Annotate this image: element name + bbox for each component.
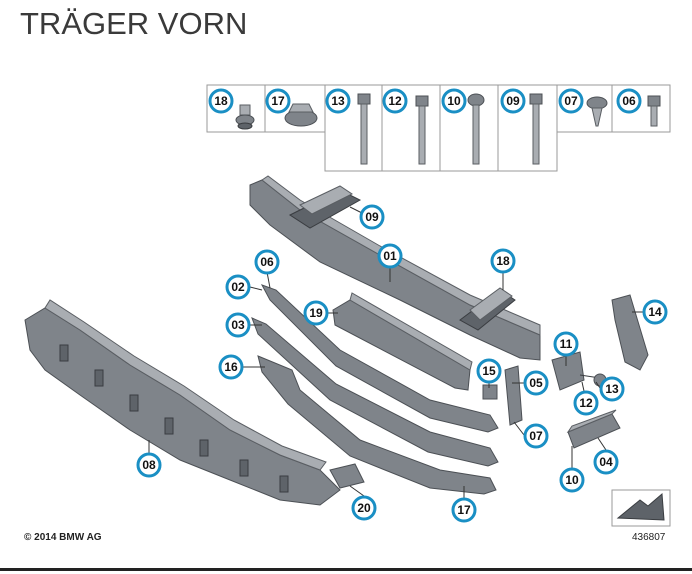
svg-text:11: 11 [560,337,573,351]
svg-text:20: 20 [357,501,371,515]
bottom-divider [0,568,692,571]
sensor-bracket-11 [551,351,601,391]
bumper-beam-08 [24,299,341,506]
carrier-strip-02 [260,284,499,433]
svg-text:17: 17 [457,503,471,517]
callout-18-hardware: 18 [208,88,234,114]
svg-text:02: 02 [231,280,245,294]
copyright-notice: © 2014 BMW AG [24,532,102,543]
bracket-15 [482,384,498,400]
reference-number: 436807 [632,532,666,543]
svg-text:17: 17 [271,94,285,108]
callout-03: 03 [225,312,251,338]
callout-02: 02 [225,274,251,300]
carrier-strip-16 [257,355,497,495]
callout-12-hardware: 12 [382,88,408,114]
bracket-14 [611,294,649,371]
front-carrier-01 [249,175,541,361]
hardware-collar-nut-17 [284,103,318,127]
hardware-nut-18 [235,104,255,130]
callout-08: 08 [136,452,162,478]
callout-07-hardware: 07 [558,88,584,114]
hardware-screw-07 [586,96,608,127]
svg-text:19: 19 [309,306,323,320]
callout-04: 04 [593,449,619,475]
svg-text:15: 15 [482,364,496,378]
holder-05 [504,365,523,426]
callout-16: 16 [218,354,244,380]
callout-13: 13 [599,376,625,402]
svg-text:12: 12 [388,94,402,108]
clip-20 [329,463,365,489]
hardware-screw-06 [647,95,661,127]
block-04 [566,409,621,449]
callout-17: 17 [451,497,477,523]
svg-text:09: 09 [506,94,520,108]
callout-01: 01 [377,243,403,269]
callout-09: 09 [359,204,385,230]
svg-text:06: 06 [622,94,636,108]
svg-text:13: 13 [605,382,619,396]
callout-14: 14 [642,299,668,325]
svg-text:06: 06 [260,255,274,269]
callout-17-hardware: 17 [265,88,291,114]
svg-text:10: 10 [565,473,579,487]
svg-text:08: 08 [142,458,156,472]
callout-11: 11 [553,331,579,357]
svg-text:09: 09 [365,210,379,224]
callout-12: 12 [573,390,599,416]
hardware-bolt-09 [529,93,543,165]
callout-06-hardware: 06 [616,88,642,114]
svg-text:18: 18 [496,254,510,268]
hardware-box-frame [206,84,671,172]
svg-text:18: 18 [214,94,228,108]
callout-18: 18 [490,248,516,274]
callout-13-hardware: 13 [325,88,351,114]
callout-15: 15 [476,358,502,384]
svg-text:12: 12 [579,396,593,410]
absorber-19 [332,292,473,391]
hardware-bolt-13 [357,93,371,165]
svg-text:07: 07 [529,429,543,443]
carrier-strip-03 [251,317,499,467]
callout-10: 10 [559,467,585,493]
svg-text:13: 13 [331,94,345,108]
callout-19: 19 [303,300,329,326]
svg-text:10: 10 [447,94,461,108]
svg-text:14: 14 [648,305,662,319]
callout-09-hardware: 09 [500,88,526,114]
callout-05: 05 [523,370,549,396]
svg-text:01: 01 [383,249,397,263]
svg-text:07: 07 [564,94,578,108]
hardware-bolt-12 [415,95,429,165]
callout-20: 20 [351,495,377,521]
svg-text:04: 04 [599,455,613,469]
svg-text:16: 16 [224,360,238,374]
hardware-bolt-10 [467,93,485,165]
callout-10-hardware: 10 [441,88,467,114]
svg-text:03: 03 [231,318,245,332]
diagram-title: TRÄGER VORN [20,6,248,41]
callout-06: 06 [254,249,280,275]
orientation-icon [611,489,671,527]
callout-07: 07 [523,423,549,449]
svg-text:05: 05 [529,376,543,390]
